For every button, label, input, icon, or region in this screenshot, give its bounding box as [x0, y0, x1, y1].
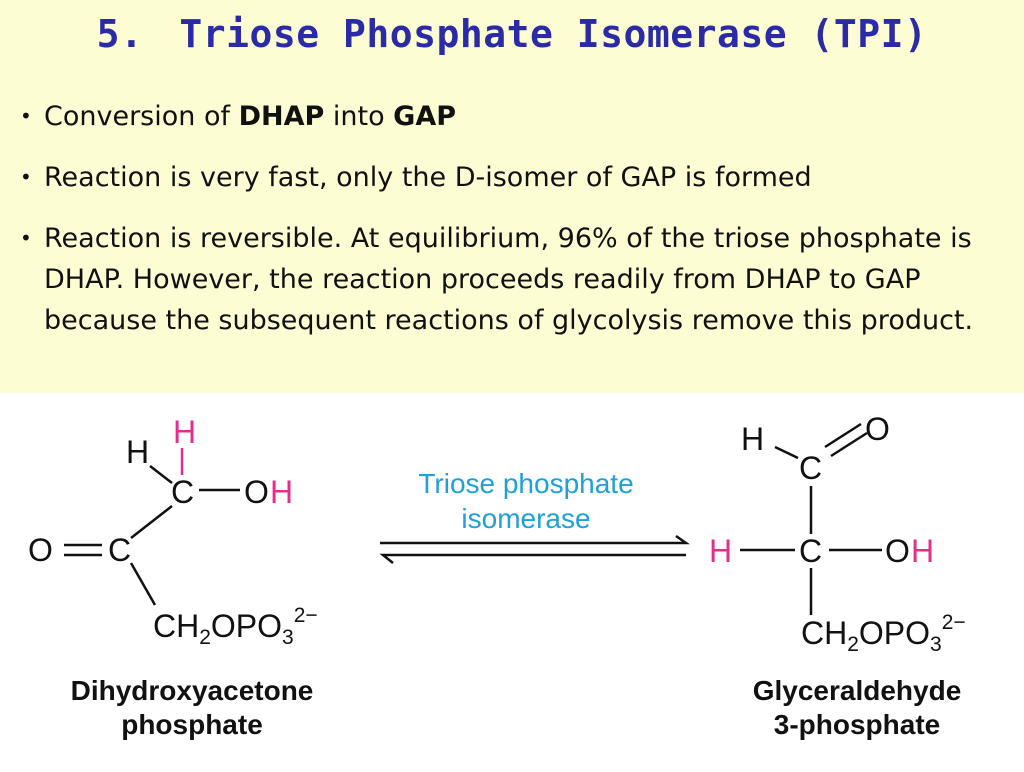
slide-text-area: 5. Triose Phosphate Isomerase (TPI) • Con… — [0, 0, 1024, 393]
subscript-2: 2 — [199, 626, 211, 649]
bullet-item: • Reaction is very fast, only the D-isom… — [20, 157, 1010, 198]
phosphate-group: CH2OPO32− — [153, 604, 318, 649]
subscript-3: 3 — [282, 626, 294, 649]
gap-name-line1: Glyceraldehyde — [753, 675, 962, 706]
atom-o: O — [244, 474, 269, 510]
opo-group: OPO — [859, 615, 930, 651]
atom-c: C — [799, 533, 822, 569]
subscript-3: 3 — [930, 633, 942, 656]
phosphate-group: CH2OPO32− — [801, 611, 966, 656]
bullet-dot: • — [20, 104, 32, 128]
charge: 2− — [294, 604, 318, 627]
forward-arrow — [380, 534, 690, 545]
gap-structure: H C O H C O H CH2OPO32− — [709, 411, 966, 656]
atom-h: H — [126, 434, 149, 470]
enzyme-label: Triose phosphate isomerase — [418, 468, 633, 534]
bullet-item: • Conversion of DHAP into GAP — [20, 96, 1010, 137]
bullet-list: • Conversion of DHAP into GAP • Reaction… — [20, 96, 1010, 361]
atom-c-carbonyl: C — [108, 532, 131, 568]
atom-o: O — [885, 533, 910, 569]
gap-name-line2: 3-phosphate — [774, 709, 940, 740]
reaction-figure: H H C O H O C CH2OPO32− Triose phosphate… — [0, 393, 1024, 768]
bond-co-double-1 — [824, 422, 862, 449]
bond-lines — [64, 422, 882, 615]
bullet-bold-dhap: DHAP — [238, 101, 325, 132]
bullet-text: Reaction is very fast, only the D-isomer… — [44, 162, 812, 193]
title-number: 5. — [96, 12, 144, 56]
bullet-dot: • — [20, 165, 32, 189]
ch-group: CH — [801, 615, 847, 651]
charge: 2− — [942, 611, 966, 634]
atom-h-highlight: H — [173, 414, 196, 450]
atom-o-carbonyl: O — [28, 532, 53, 568]
dhap-name-line1: Dihydroxyacetone — [71, 675, 314, 706]
reaction-diagram: H H C O H O C CH2OPO32− Triose phosphate… — [28, 411, 966, 740]
bond-co-double-2 — [830, 431, 868, 458]
subscript-2: 2 — [847, 633, 859, 656]
title-text: Triose Phosphate Isomerase (TPI) — [179, 12, 928, 56]
reverse-arrow — [379, 553, 686, 564]
compound-labels: Dihydroxyacetone phosphate Glyceraldehyd… — [71, 675, 962, 740]
bullet-text-part: into — [324, 101, 394, 132]
bullet-item: • Reaction is reversible. At equilibrium… — [20, 218, 1010, 341]
enzyme-name-line2: isomerase — [461, 503, 590, 534]
atom-h: H — [741, 421, 764, 457]
dhap-structure: H H C O H O C CH2OPO32− — [28, 414, 318, 649]
bond-h-c — [774, 445, 799, 460]
dhap-name-line2: phosphate — [121, 709, 263, 740]
atom-c: C — [171, 474, 194, 510]
enzyme-name-line1: Triose phosphate — [418, 468, 633, 499]
bond-c-ch2 — [129, 562, 157, 606]
atom-h-highlight: H — [709, 533, 732, 569]
bullet-text: Reaction is reversible. At equilibrium, … — [44, 223, 974, 336]
bullet-dot: • — [20, 226, 32, 250]
bullet-bold-gap: GAP — [393, 101, 457, 132]
bullet-text-part: Conversion of — [44, 101, 239, 132]
bond-c-c — [130, 505, 173, 539]
bullet-text: Conversion of DHAP into GAP — [44, 96, 1010, 137]
atom-h-hydroxyl: H — [911, 533, 934, 569]
atom-o-aldehyde: O — [865, 411, 890, 447]
opo-group: OPO — [211, 608, 282, 644]
ch-group: CH — [153, 608, 199, 644]
bond-h-c — [149, 465, 173, 484]
atom-h-hydroxyl: H — [270, 474, 293, 510]
atom-c-aldehyde: C — [799, 450, 822, 486]
slide-title: 5. Triose Phosphate Isomerase (TPI) — [0, 12, 1024, 56]
